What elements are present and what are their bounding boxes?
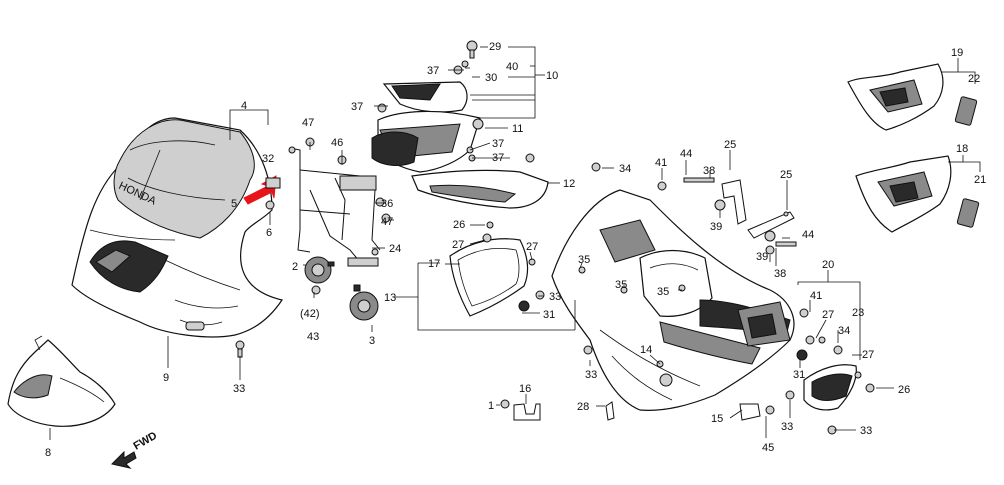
callout-21: 21 [974,174,986,186]
fwd-indicator: FWD [111,430,160,469]
callout-27-d: 27 [862,349,874,361]
callout-37-d: 37 [492,152,504,164]
bracket-25-upper-part [721,179,747,225]
callout-45: 45 [762,442,774,454]
middle-cowl-part [551,189,795,411]
callout-38-b: 38 [774,268,786,280]
callout-33-a: 33 [233,383,245,395]
callout-10: 10 [546,70,558,82]
callout-39-b: 39 [756,251,768,263]
callout-47-a: 47 [302,117,314,129]
callout-31-b: 31 [793,369,805,381]
callout-18: 18 [956,143,968,155]
callout-2: 2 [292,261,298,273]
callout-34-a: 34 [619,163,631,175]
upper-cowl-part: HONDA [71,117,283,338]
callout-27-c: 27 [822,309,834,321]
callout-31-a: 31 [543,309,555,321]
callout-35-a: 35 [578,254,590,266]
callout-1: 1 [488,400,494,412]
callout-33-e: 33 [860,425,872,437]
side-pad-21-part [956,198,980,228]
callout-3: 3 [369,335,375,347]
callout-39-a: 39 [710,221,722,233]
callout-30: 30 [485,72,497,84]
callout-13: 13 [384,292,396,304]
callout-29: 29 [489,41,501,53]
callout-33-d: 33 [781,421,793,433]
callout-46: 46 [331,137,343,149]
callout-36: 36 [381,198,393,210]
callout-37-b: 37 [351,101,363,113]
callout-12: 12 [563,178,575,190]
fwd-label: FWD [132,430,160,453]
callout-28: 28 [577,401,589,413]
callout-44-a: 44 [680,148,692,160]
callout-35-b: 35 [615,279,627,291]
callouts: 4 32 5 6 9 33 8 47 46 36 47 24 2 (42) 43… [45,41,986,459]
callout-14: 14 [640,344,652,356]
side-pad-22-part [954,96,978,126]
callout-40: 40 [506,61,518,73]
inner-cowl-upper-part [371,81,549,209]
callout-8: 8 [45,447,51,459]
lower-center-part [7,335,116,427]
callout-23: 23 [852,307,864,319]
leader-lines [49,46,981,440]
bracket-25-lower-part [747,211,795,239]
callout-38-a: 38 [703,165,715,177]
side-panel-18-part [855,155,952,233]
side-panel-19-part [847,63,944,131]
callout-44-b: 44 [802,229,814,241]
callout-5: 5 [231,198,237,210]
callout-47-b: 47 [381,216,393,228]
callout-19: 19 [951,47,963,59]
horn-2-part [304,256,335,284]
callout-24: 24 [389,243,401,255]
callout-9: 9 [163,372,169,384]
callout-33-c: 33 [585,369,597,381]
callout-15: 15 [711,413,723,425]
callout-35-c: 35 [657,286,669,298]
callout-37-a: 37 [427,65,439,77]
callout-42: (42) [300,308,320,320]
callout-25-b: 25 [780,169,792,181]
callout-16: 16 [519,383,531,395]
callout-43: 43 [307,331,319,343]
horn-3-part [349,284,379,321]
callout-37-c: 37 [492,138,504,150]
callout-6: 6 [266,227,272,239]
callout-41-a: 41 [655,157,667,169]
callout-33-b: 33 [549,291,561,303]
callout-4: 4 [241,100,247,112]
lower-cowl-panel-part [803,364,857,411]
callout-27-a: 27 [452,239,464,251]
callout-32: 32 [262,153,274,165]
meter-panel-gasket-part [449,238,530,317]
cowl-stay-bracket-part [288,146,381,267]
callout-11: 11 [512,123,523,135]
callout-26-b: 26 [898,384,910,396]
callout-20: 20 [822,259,834,271]
callout-22: 22 [968,73,980,85]
callout-25-a: 25 [724,139,736,151]
highlight-arrow [243,175,281,205]
callout-41-b: 41 [810,290,822,302]
callout-27-b: 27 [526,241,538,253]
callout-34-b: 34 [838,325,850,337]
callout-17: 17 [428,258,440,270]
callout-26-a: 26 [453,219,465,231]
